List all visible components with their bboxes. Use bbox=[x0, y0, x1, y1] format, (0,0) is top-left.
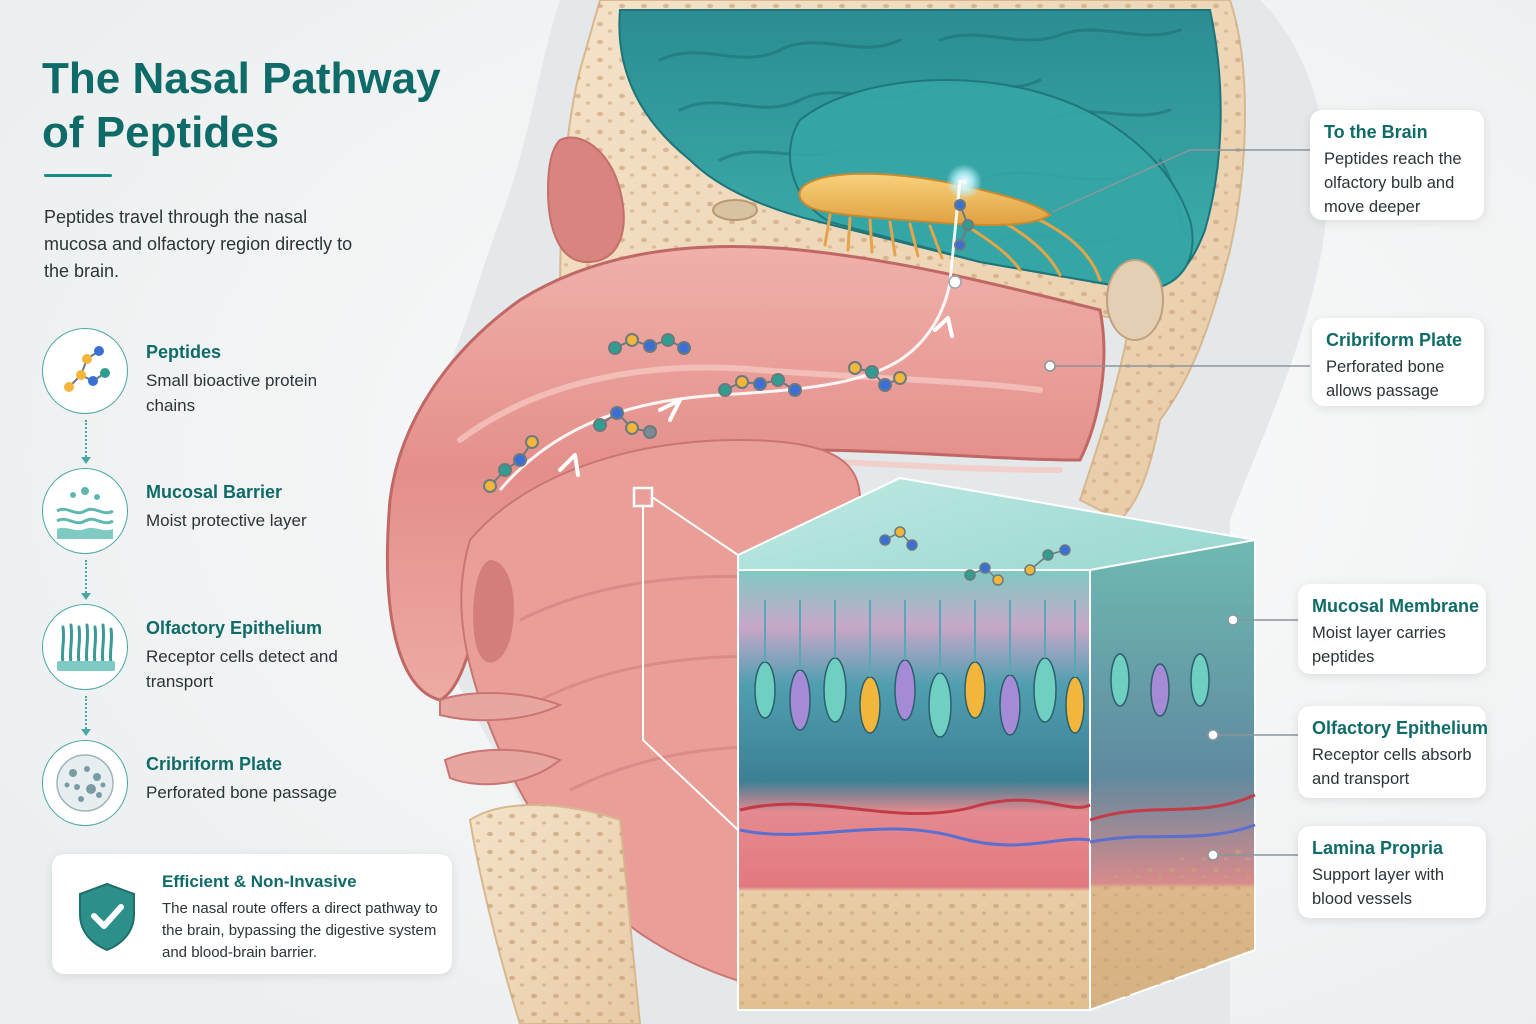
mucus-droplets-icon bbox=[56, 487, 114, 539]
step-desc: Moist protective layer bbox=[146, 511, 307, 530]
step-peptides: Peptides Small bioactive protein chains bbox=[42, 328, 362, 420]
callout-lamina-propria: Lamina Propria Support layer with blood … bbox=[1298, 826, 1486, 918]
step-icon-circle bbox=[42, 604, 128, 690]
callout-desc: Receptor cells absorb and transport bbox=[1312, 746, 1472, 788]
receptor-cells bbox=[754, 653, 1210, 738]
olfactory-bulb bbox=[798, 172, 1052, 227]
step-connector bbox=[81, 560, 91, 600]
callout-title: Mucosal Membrane bbox=[1312, 596, 1480, 616]
step-cribriform-plate: Cribriform Plate Perforated bone passage bbox=[42, 740, 362, 832]
callout-desc: Support layer with blood vessels bbox=[1312, 866, 1445, 908]
shield-check-icon bbox=[79, 882, 135, 952]
callout-desc: Perforated bone allows passage bbox=[1326, 358, 1445, 400]
step-olfactory-epithelium: Olfactory Epithelium Receptor cells dete… bbox=[42, 604, 362, 696]
intro-text: Peptides travel through the nasal mucosa… bbox=[44, 207, 353, 281]
step-connector bbox=[81, 696, 91, 736]
step-mucosal-barrier: Mucosal Barrier Moist protective layer bbox=[42, 468, 362, 560]
callout-desc: Moist layer carries peptides bbox=[1312, 624, 1446, 666]
surface-peptides bbox=[879, 526, 1071, 586]
step-title: Peptides bbox=[146, 342, 222, 362]
callout-olfactory-epithelium: Olfactory Epithelium Receptor cells abso… bbox=[1298, 706, 1489, 798]
callout-to-brain: To the Brain Peptides reach the olfactor… bbox=[1310, 110, 1484, 220]
title-underline bbox=[44, 174, 112, 177]
blood-vessels bbox=[739, 793, 1256, 847]
callout-title: Olfactory Epithelium bbox=[1312, 718, 1489, 738]
receptor-cells-icon bbox=[57, 623, 115, 671]
step-desc: Receptor cells detect and transport bbox=[146, 647, 338, 691]
nostril bbox=[473, 560, 514, 663]
step-desc: Small bioactive protein chains bbox=[146, 371, 318, 415]
pathway-arrows bbox=[558, 316, 954, 477]
bulb-glow bbox=[946, 164, 982, 200]
cell-dendrites bbox=[764, 600, 1076, 677]
callout-cribriform-plate: Cribriform Plate Perforated bone allows … bbox=[1312, 318, 1484, 406]
frontal-sinus bbox=[546, 136, 625, 264]
benefit-desc: The nasal route offers a direct pathway … bbox=[162, 900, 438, 961]
benefit-card: Efficient & Non-Invasive The nasal route… bbox=[52, 854, 452, 974]
callout-title: To the Brain bbox=[1324, 122, 1428, 142]
callout-leaders bbox=[1050, 149, 1310, 856]
step-desc: Perforated bone passage bbox=[146, 783, 337, 802]
peptide-molecules bbox=[483, 199, 974, 493]
callout-desc: Peptides reach the olfactory bulb and mo… bbox=[1324, 150, 1462, 216]
ear-structure bbox=[1106, 259, 1164, 341]
molecule-icon bbox=[64, 346, 110, 392]
step-connector bbox=[81, 420, 91, 464]
callout-mucosal-membrane: Mucosal Membrane Moist layer carries pep… bbox=[1298, 584, 1486, 674]
upper-lip bbox=[439, 692, 563, 722]
step-title: Olfactory Epithelium bbox=[146, 618, 323, 638]
callout-title: Lamina Propria bbox=[1312, 838, 1444, 858]
step-icon-circle bbox=[42, 328, 128, 414]
page-title: The Nasal Pathway of Peptides bbox=[42, 54, 441, 157]
step-title: Mucosal Barrier bbox=[146, 482, 283, 502]
tissue-block bbox=[737, 476, 1256, 1012]
step-icon-circle bbox=[42, 468, 128, 554]
callout-title: Cribriform Plate bbox=[1326, 330, 1463, 350]
zoom-connector bbox=[642, 506, 739, 831]
perforated-bone-icon bbox=[56, 754, 114, 812]
step-icon-circle bbox=[42, 740, 128, 826]
benefit-title: Efficient & Non-Invasive bbox=[162, 872, 357, 891]
step-title: Cribriform Plate bbox=[146, 754, 283, 774]
pathway-node bbox=[948, 275, 962, 289]
lower-lip bbox=[443, 748, 562, 786]
